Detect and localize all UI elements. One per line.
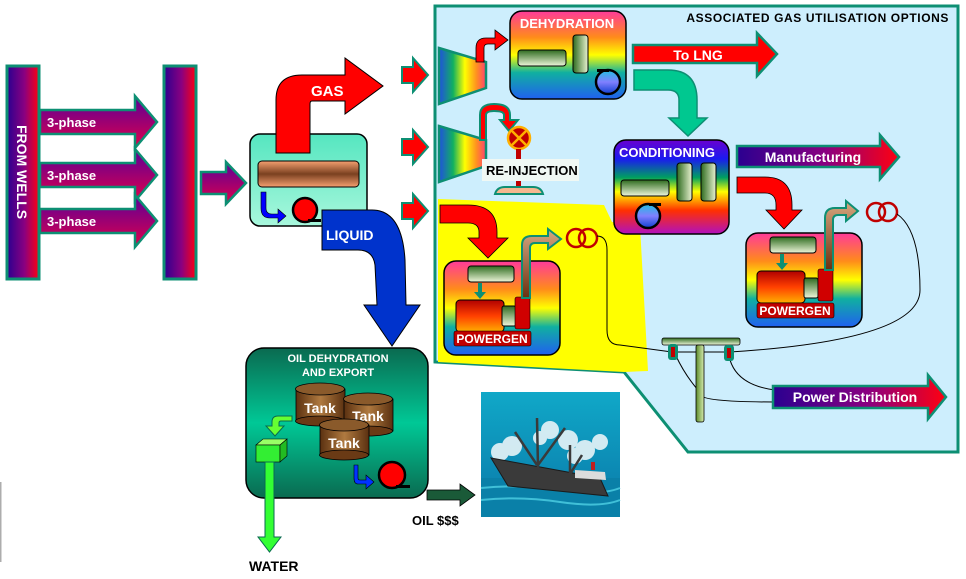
pump-icon: [634, 202, 662, 230]
stream-label: 3-phase: [47, 214, 96, 229]
tank-icon: Tank: [295, 382, 346, 427]
gas-feed-arrow: [401, 127, 430, 167]
powergen-unit-right: POWERGEN: [745, 198, 899, 328]
oil-export-arrow: [426, 483, 476, 507]
transformer-icon: [865, 201, 899, 223]
tank-label: Tank: [352, 408, 384, 424]
three-phase-arrow: 3-phase: [38, 92, 159, 152]
liquid-flow-arrow-icon: [260, 191, 287, 224]
wells-manifold: FROM WELLS: [5, 64, 41, 281]
valve-icon: [506, 125, 532, 151]
tank-icon: Tank: [319, 418, 370, 461]
flow-arrow: [475, 29, 509, 63]
conditioning-label: CONDITIONING: [619, 145, 715, 160]
powergen-unit-left: POWERGEN: [443, 226, 599, 356]
pump-icon: [291, 196, 321, 224]
oil-flow-arrow-icon: [353, 464, 375, 490]
to-lng-arrow: To LNG: [631, 29, 779, 80]
three-phase-arrow: 3-phase: [38, 191, 159, 251]
tank-label: Tank: [328, 435, 360, 451]
collection-header: [162, 64, 198, 281]
power-distribution-label: Power Distribution: [793, 389, 917, 405]
dehydration-label: DEHYDRATION: [520, 16, 614, 31]
oil-export-title-line2: AND EXPORT: [302, 367, 374, 379]
flow-arrow: [736, 176, 803, 230]
manufacturing-arrow: Manufacturing: [735, 131, 901, 183]
separator-vessel: [257, 160, 360, 188]
separator-unit: GAS: [249, 57, 384, 227]
conditioning-unit: CONDITIONING: [613, 139, 730, 235]
power-pole-icon: [661, 337, 741, 423]
liquid-label: LIQUID: [326, 227, 373, 243]
three-phase-arrow: 3-phase: [38, 145, 159, 205]
water-flow-arrow-icon: [264, 415, 293, 437]
from-wells-label: FROM WELLS: [14, 125, 30, 219]
gas-arrow: [275, 57, 384, 154]
transformer-icon: [565, 227, 599, 249]
reinjection-label-box: [482, 159, 579, 181]
water-arrow: [256, 461, 283, 553]
pump-icon: [594, 68, 622, 96]
powergen-label: POWERGEN: [759, 304, 830, 318]
oil-export-unit: OIL DEHYDRATION AND EXPORT Tank Tank Tan…: [245, 347, 429, 499]
gas-label: GAS: [311, 83, 344, 100]
stream-label: 3-phase: [47, 115, 96, 130]
feed-arrow: [199, 158, 248, 208]
liquid-arrow: LIQUID: [321, 209, 421, 347]
compressor-icon: [437, 46, 488, 106]
wellhead-icon: [493, 186, 545, 195]
water-separator-icon: [255, 438, 288, 463]
power-cables: [596, 213, 921, 403]
panel-title: ASSOCIATED GAS UTILISATION OPTIONS: [686, 11, 949, 25]
reinjection-unit: RE-INJECTION: [479, 102, 579, 195]
pump-icon: [377, 460, 410, 490]
power-distribution-arrow: Power Distribution: [771, 371, 948, 423]
edge-caption-mark: [0, 482, 2, 562]
dehydration-unit: DEHYDRATION: [509, 10, 627, 100]
flow-arrow: [439, 204, 509, 259]
reinjection-label: RE-INJECTION: [486, 163, 578, 178]
tanker-ship-image: [480, 392, 621, 517]
water-label: WATER: [249, 558, 299, 574]
manufacturing-label: Manufacturing: [765, 149, 861, 165]
oil-export-title-line1: OIL DEHYDRATION: [287, 353, 388, 365]
tank-icon: Tank: [343, 392, 394, 437]
gas-feed-arrow: [401, 55, 430, 95]
oil-label: OIL $$$: [412, 513, 460, 528]
to-lng-label: To LNG: [673, 47, 723, 63]
gas-feed-arrow: [401, 191, 430, 231]
flow-arrow: [633, 69, 709, 138]
powergen-label: POWERGEN: [456, 332, 527, 346]
tank-label: Tank: [304, 400, 336, 416]
stream-label: 3-phase: [47, 168, 96, 183]
